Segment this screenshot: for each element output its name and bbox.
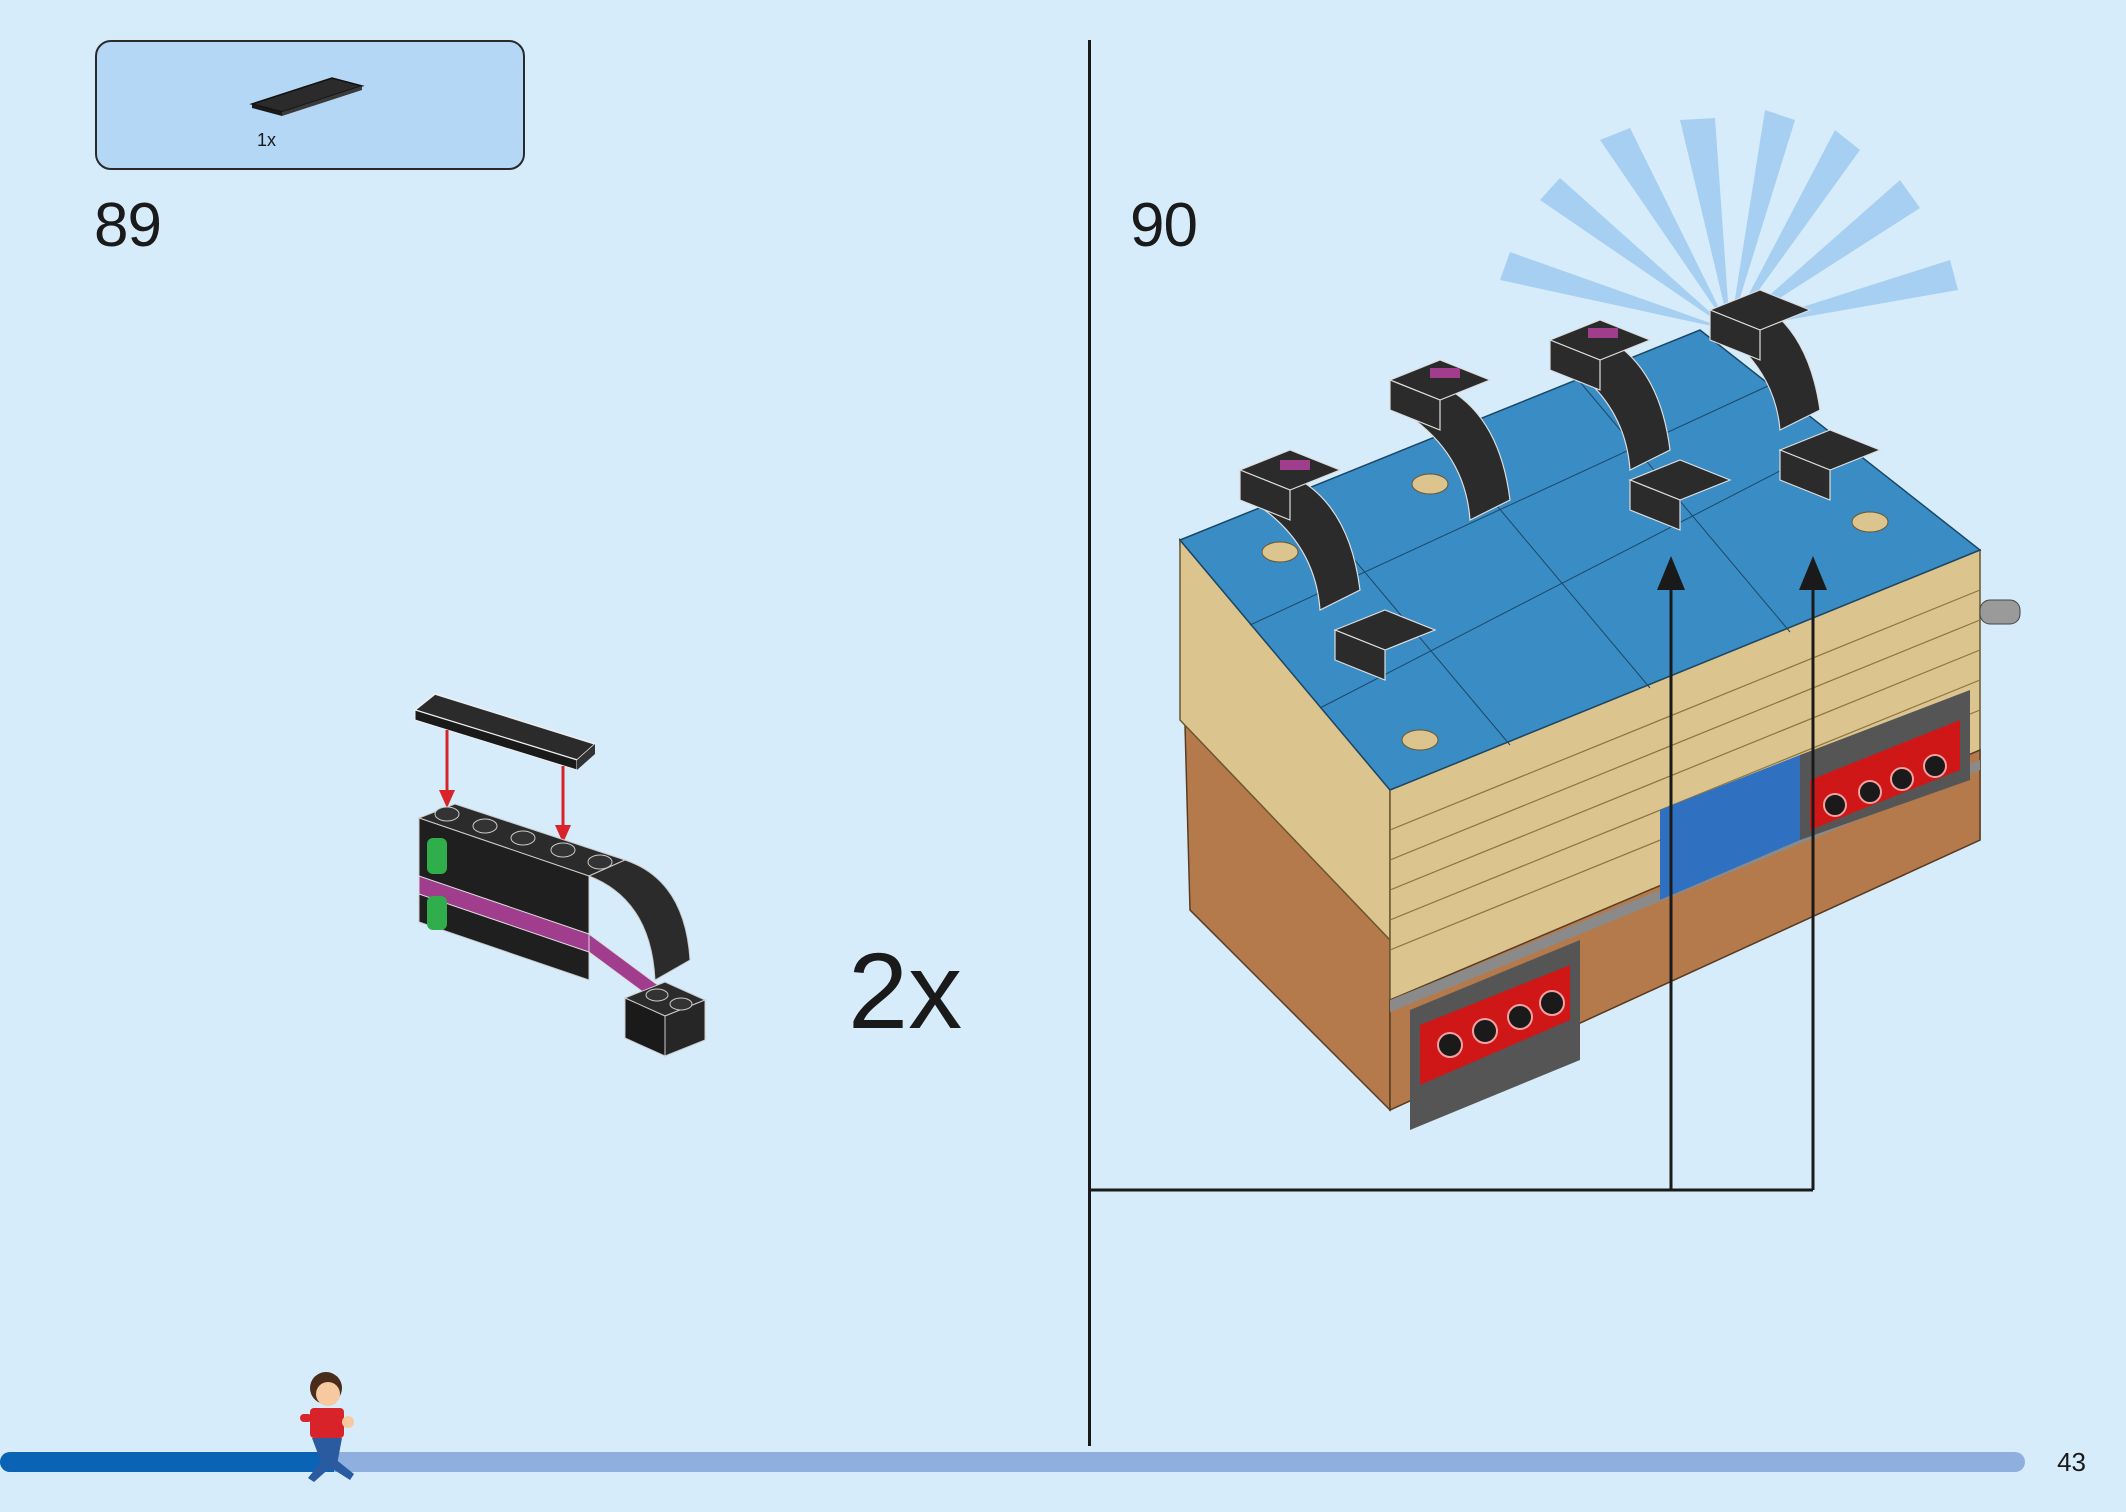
progress-fill	[0, 1452, 335, 1472]
minifigure-progress-marker	[300, 1372, 354, 1482]
step-number-89: 89	[94, 191, 162, 260]
parts-callout: 1x	[95, 40, 525, 170]
part-quantity: 1x	[257, 130, 277, 150]
step-89-multiplier: 2x	[848, 930, 963, 1051]
step-89-assembly-illustration	[413, 693, 707, 1057]
highlight-burst	[1500, 110, 1958, 330]
progress-bar	[0, 1452, 2025, 1472]
step-divider	[1088, 40, 1091, 1446]
tile-part-icon	[249, 77, 365, 116]
step-90-model-illustration	[1178, 289, 2021, 1130]
page-number: 43	[2057, 1447, 2086, 1477]
step-number-90: 90	[1130, 191, 1198, 260]
placement-arrows	[1088, 556, 1827, 1192]
